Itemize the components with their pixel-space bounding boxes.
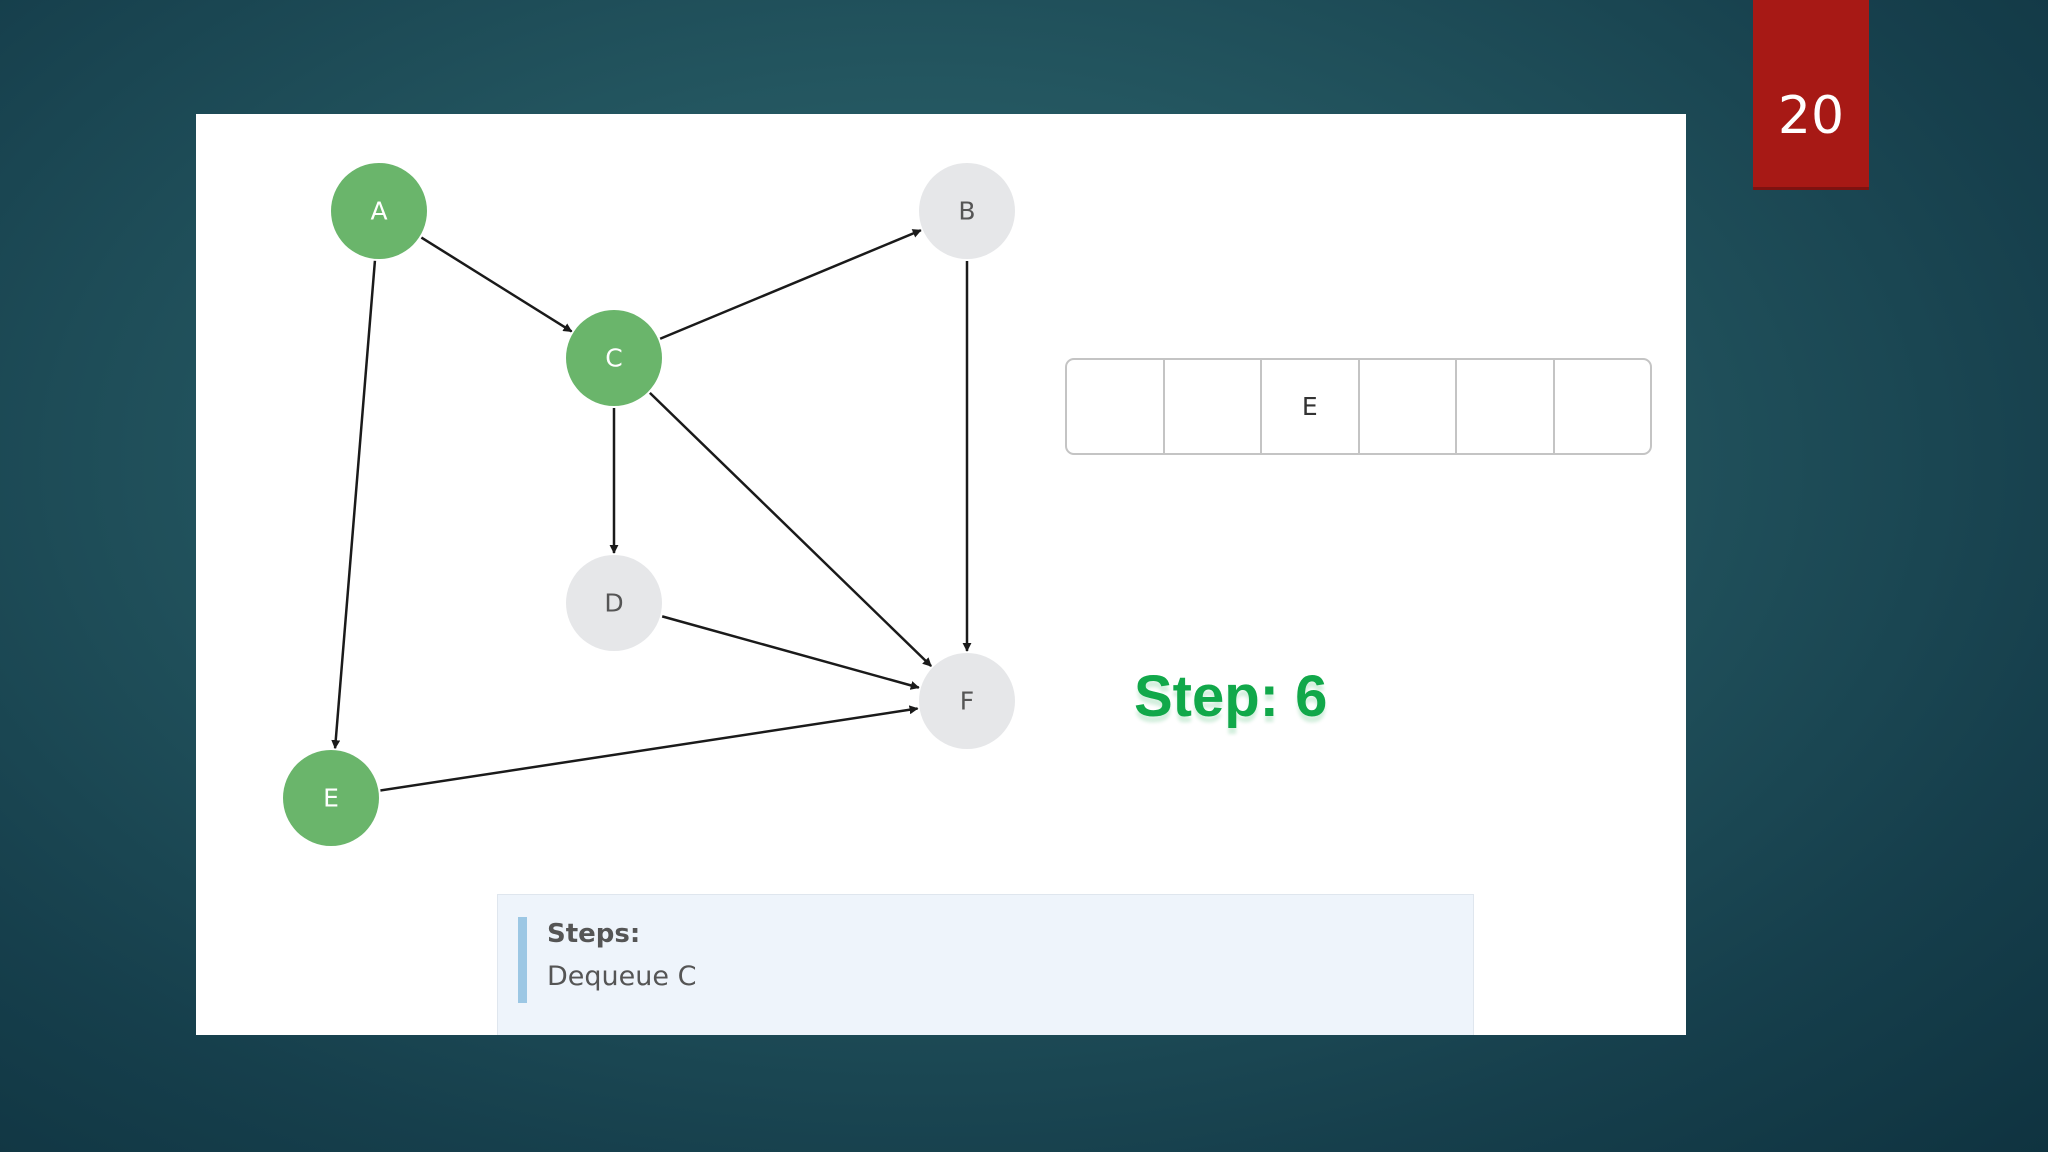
slide-number-badge: 20 (1753, 0, 1869, 190)
node-c: C (566, 310, 662, 406)
edge-e-f (380, 705, 919, 792)
queue-cell: E (1262, 360, 1360, 453)
node-circle (919, 163, 1015, 259)
queue-cell (1555, 360, 1651, 453)
queue-cell (1457, 360, 1555, 453)
edge-a-e (331, 260, 377, 750)
node-label: C (605, 344, 622, 373)
node-label: F (960, 687, 974, 716)
node-circle (283, 750, 379, 846)
queue-cell (1360, 360, 1457, 453)
steps-heading: Steps: (547, 919, 641, 949)
queue-cell (1067, 360, 1165, 453)
node-a: A (331, 163, 427, 259)
steps-text: Dequeue C (547, 961, 697, 992)
node-label: E (323, 784, 339, 813)
queue: E (1065, 358, 1652, 455)
steps-accent-bar (518, 917, 527, 1003)
bfs-illustration-panel: A B C D E F E Step: 6 Steps: Dequeue C (196, 114, 1686, 1035)
slide-number: 20 (1777, 86, 1845, 146)
graph-diagram: A B C D E F (283, 163, 1015, 846)
edge-d-f (661, 615, 920, 690)
node-d: D (566, 555, 662, 651)
node-f: F (919, 653, 1015, 749)
edge-c-f (648, 391, 933, 668)
step-counter: Step: 6 (1134, 664, 1328, 729)
queue-cell (1165, 360, 1262, 453)
node-circle (566, 310, 662, 406)
steps-box: Steps: Dequeue C (497, 894, 1474, 1035)
node-e: E (283, 750, 379, 846)
node-circle (331, 163, 427, 259)
node-circle (566, 555, 662, 651)
node-circle (919, 653, 1015, 749)
edge-c-b (659, 229, 922, 340)
node-label: A (370, 197, 387, 226)
edge-a-c (420, 236, 573, 333)
node-label: B (958, 197, 975, 226)
node-label: D (604, 589, 623, 618)
node-b: B (919, 163, 1015, 259)
